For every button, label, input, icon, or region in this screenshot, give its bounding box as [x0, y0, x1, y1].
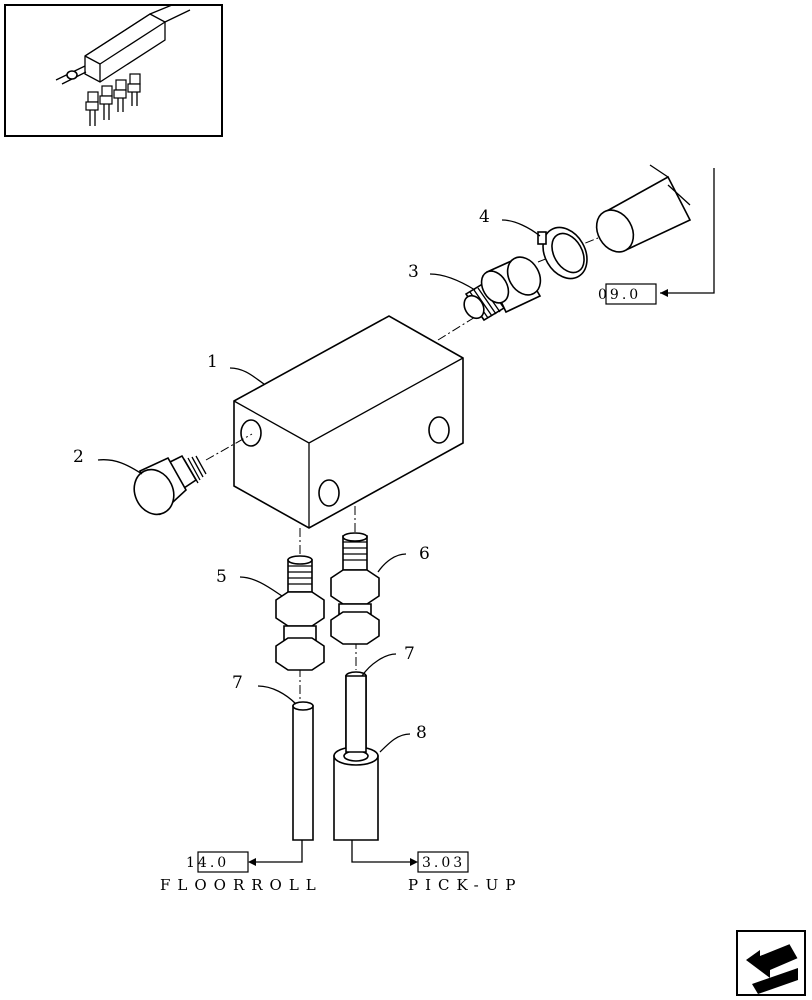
label-item-3: 3 [408, 262, 419, 282]
caption-floorroll: FLOORROLL [160, 876, 323, 894]
tube-large [333, 675, 379, 841]
label-item-2: 2 [73, 447, 84, 467]
label-item-4: 4 [479, 207, 490, 227]
back-arrow-icon[interactable] [736, 930, 806, 996]
label-item-1: 1 [207, 352, 218, 372]
adapter-fitting [463, 256, 542, 322]
valve-block [233, 315, 464, 529]
ref-box-top[interactable]: 09.0 [598, 283, 657, 305]
fitting-right [330, 532, 380, 645]
label-item-7-left: 7 [232, 673, 243, 693]
route-lines [248, 840, 418, 866]
svg-text:09.0: 09.0 [598, 287, 641, 303]
ref-box-right[interactable]: 3.03 [417, 851, 469, 873]
tube-top [595, 164, 715, 297]
svg-text:14.0: 14.0 [186, 855, 229, 871]
label-item-6: 6 [419, 544, 430, 564]
label-item-8: 8 [416, 723, 427, 743]
caption-pick-up: PICK-UP [408, 876, 522, 894]
label-item-7-right: 7 [404, 644, 415, 664]
label-item-5: 5 [216, 567, 227, 587]
leader-lines [97, 219, 541, 753]
tube-small-left [292, 701, 314, 841]
assembly-thumbnail-icon [4, 4, 223, 137]
fitting-left [275, 555, 325, 671]
svg-text:3.03: 3.03 [422, 855, 465, 871]
ref-box-left[interactable]: 14.0 [186, 851, 249, 873]
hose-clamp [537, 226, 588, 280]
plug [133, 454, 207, 516]
